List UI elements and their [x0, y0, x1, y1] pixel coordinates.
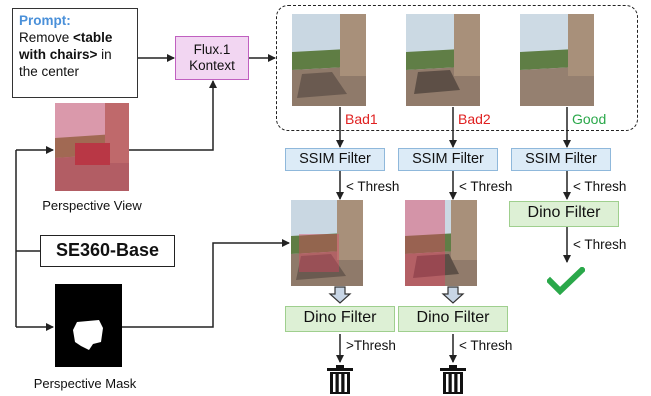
candidates-group — [276, 5, 638, 131]
filtered-image-2 — [405, 200, 477, 286]
dino-filter-good: Dino Filter — [509, 201, 619, 227]
thresh-label-dino-2: < Thresh — [459, 338, 513, 353]
trash-icon — [327, 365, 353, 394]
se360-base-box: SE360-Base — [40, 235, 175, 267]
candidate-label-good: Good — [572, 111, 607, 127]
perspective-mask-label: Perspective Mask — [33, 376, 137, 391]
prompt-box: Prompt: Remove <table with chairs> in th… — [12, 8, 138, 98]
perspective-view-label: Perspective View — [42, 198, 142, 213]
checkmark-icon — [547, 267, 585, 295]
prompt-text-part: Remove — [19, 30, 74, 45]
thresh-label-dino-1: >Thresh — [346, 338, 396, 353]
ssim-filter-3: SSIM Filter — [511, 148, 611, 171]
candidate-label-bad2: Bad2 — [458, 111, 491, 127]
prompt-text-part: in — [97, 47, 112, 62]
thresh-label-1: < Thresh — [346, 179, 400, 194]
candidate-image-bad2 — [406, 14, 480, 106]
candidate-label-bad1: Bad1 — [345, 111, 378, 127]
candidate-image-good — [520, 14, 594, 106]
flux-label-line2: Kontext — [189, 58, 235, 73]
dino-filter-1: Dino Filter — [285, 306, 395, 332]
filtered-image-1 — [291, 200, 363, 286]
flux-kontext-box: Flux.1 Kontext — [175, 36, 249, 80]
trash-icon — [440, 365, 466, 394]
flux-label-line1: Flux.1 — [193, 42, 231, 57]
prompt-object: <table — [73, 30, 113, 45]
prompt-object-cont: with chairs> — [19, 47, 98, 62]
perspective-mask-image — [55, 284, 122, 367]
thresh-label-good-dino: < Thresh — [573, 237, 627, 252]
candidate-image-bad1 — [292, 14, 366, 106]
dino-filter-2: Dino Filter — [398, 306, 508, 332]
perspective-view-image — [55, 103, 129, 191]
ssim-filter-1: SSIM Filter — [285, 148, 385, 171]
thresh-label-3: < Thresh — [573, 179, 627, 194]
prompt-title: Prompt: — [19, 13, 71, 28]
ssim-filter-2: SSIM Filter — [398, 148, 498, 171]
prompt-text: Remove <table with chairs> in the center — [19, 29, 131, 80]
thresh-label-2: < Thresh — [459, 179, 513, 194]
prompt-text-part: the center — [19, 64, 80, 79]
